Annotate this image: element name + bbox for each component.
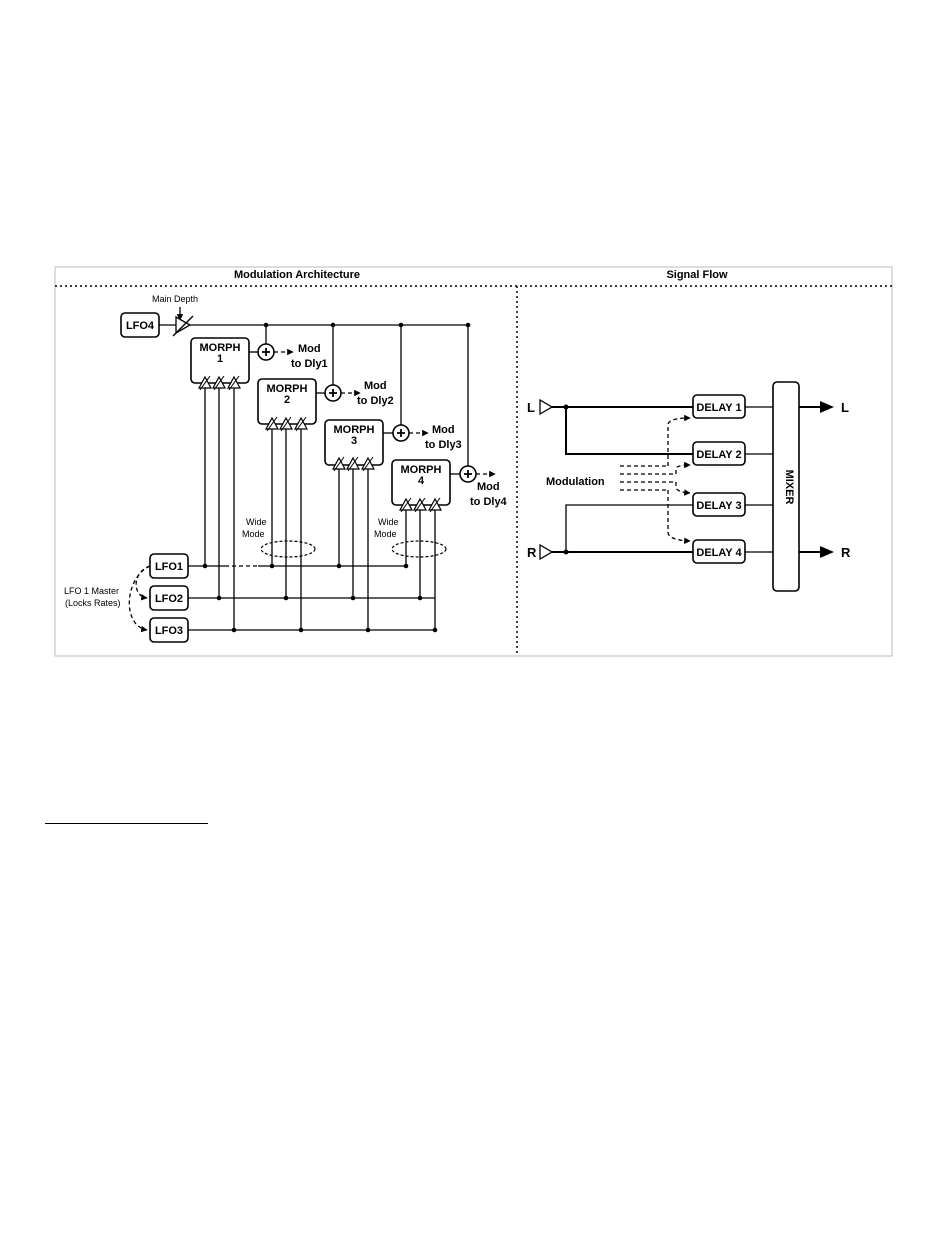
mod4-label: Mod [477,481,500,493]
wide-mode-1-line1: Wide [246,517,267,527]
output-l-label: L [841,400,849,415]
morph4-number: 4 [418,475,425,487]
mod1-dest: to Dly1 [291,358,328,370]
wide-mode-2-line1: Wide [378,517,399,527]
wide-mode-1-line2: Mode [242,529,265,539]
wide-mode-ellipse-1 [261,541,315,557]
modulation-label: Modulation [546,476,605,488]
delay3-label: DELAY 3 [696,500,741,512]
delay1-label: DELAY 1 [696,402,741,414]
lfo1-label: LFO1 [155,561,183,573]
mod3-label: Mod [432,424,455,436]
input-r-label: R [527,545,537,560]
input-r-buffer [540,545,552,559]
modulation-architecture: LFO4 Main Depth MORPH 1 Mod to Dly1 MORP… [64,294,508,642]
output-r-arrow [820,546,834,558]
mod2-label: Mod [364,380,387,392]
mod4-dest: to Dly4 [470,496,508,508]
lfo2-label: LFO2 [155,593,183,605]
header-modulation-architecture: Modulation Architecture [234,269,360,281]
header-signal-flow: Signal Flow [666,269,728,281]
lfo1-master-line1: LFO 1 Master [64,586,119,596]
mod2-dest: to Dly2 [357,395,394,407]
wide-mode-2-line2: Mode [374,529,397,539]
lfo4-label: LFO4 [126,320,155,332]
wide-mode-ellipse-2 [392,541,446,557]
mod1-label: Mod [298,343,321,355]
delay4-label: DELAY 4 [696,547,742,559]
morph2-number: 2 [284,394,290,406]
signal-flow: L R DELAY 1 DELAY 2 DELAY 3 DELAY 4 MIXE… [527,382,851,591]
delay2-label: DELAY 2 [696,449,741,461]
footnote-rule [45,823,208,824]
lfo3-label: LFO3 [155,625,183,637]
main-depth-label: Main Depth [152,294,198,304]
input-l-label: L [527,400,535,415]
mod3-dest: to Dly3 [425,439,462,451]
output-r-label: R [841,545,851,560]
output-l-arrow [820,401,834,413]
morph3-number: 3 [351,435,357,447]
input-l-buffer [540,400,552,414]
mixer-label: MIXER [783,470,795,505]
morph1-number: 1 [217,353,223,365]
lfo1-master-line2: (Locks Rates) [65,598,121,608]
